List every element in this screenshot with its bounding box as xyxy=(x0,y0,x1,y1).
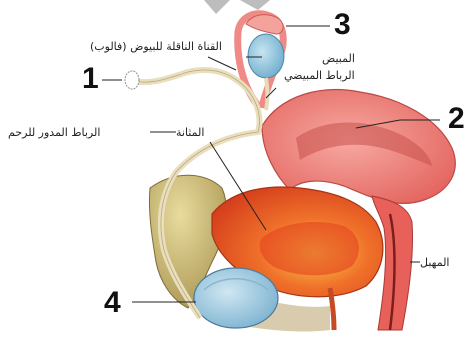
fimbriae xyxy=(246,15,283,34)
label-ovarian-ligament: الرباط المبيضي xyxy=(284,69,355,82)
structure-4 xyxy=(194,268,278,328)
ovary xyxy=(248,34,284,78)
number-1: 1 xyxy=(82,64,99,94)
number-2: 2 xyxy=(448,104,465,134)
label-bladder: المثانة xyxy=(176,126,204,139)
uterus xyxy=(262,90,455,204)
number-4: 4 xyxy=(104,288,121,318)
label-ovary: المبيض xyxy=(322,52,355,65)
urethra xyxy=(330,288,334,330)
structure-1 xyxy=(125,71,139,89)
label-fallopian-tube: القناة الناقلة للبيوض (فالوب) xyxy=(90,40,222,53)
ovarian-ligament-band xyxy=(266,78,268,110)
label-vagina: المهبل xyxy=(420,256,450,269)
label-round-ligament: الرباط المدور للرحم xyxy=(8,126,100,139)
number-3: 3 xyxy=(334,10,351,40)
